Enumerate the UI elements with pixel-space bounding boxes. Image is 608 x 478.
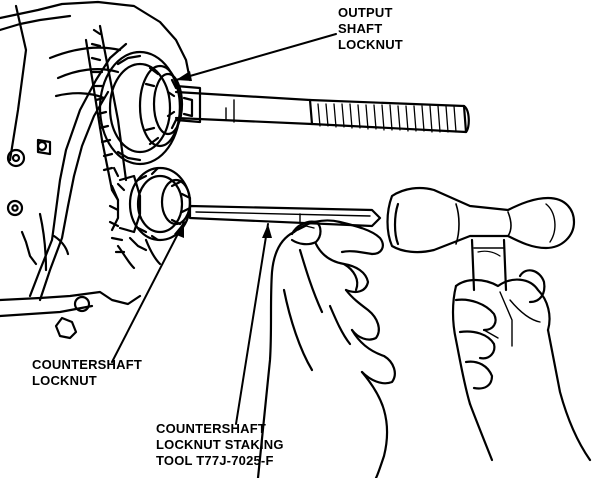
left-hand [256, 219, 396, 478]
transmission-case [0, 0, 192, 340]
countershaft-locknut-label: COUNTERSHAFT LOCKNUT [32, 357, 143, 388]
tool-leader-arrowhead [262, 224, 272, 238]
right-hand [451, 269, 592, 462]
staking-tool-label: COUNTERSHAFT LOCKNUT STAKING TOOL T77J-7… [156, 421, 284, 468]
output-leader-arrowhead [176, 71, 192, 81]
staking-tool [188, 204, 382, 228]
output-shaft-locknut-label: OUTPUT SHAFT LOCKNUT [338, 5, 403, 52]
leader-lines [111, 33, 337, 425]
countershaft-assembly [110, 166, 192, 270]
output-shaft-assembly [98, 50, 470, 166]
hammer [386, 186, 576, 292]
countershaft-leader-arrowhead [174, 222, 184, 238]
